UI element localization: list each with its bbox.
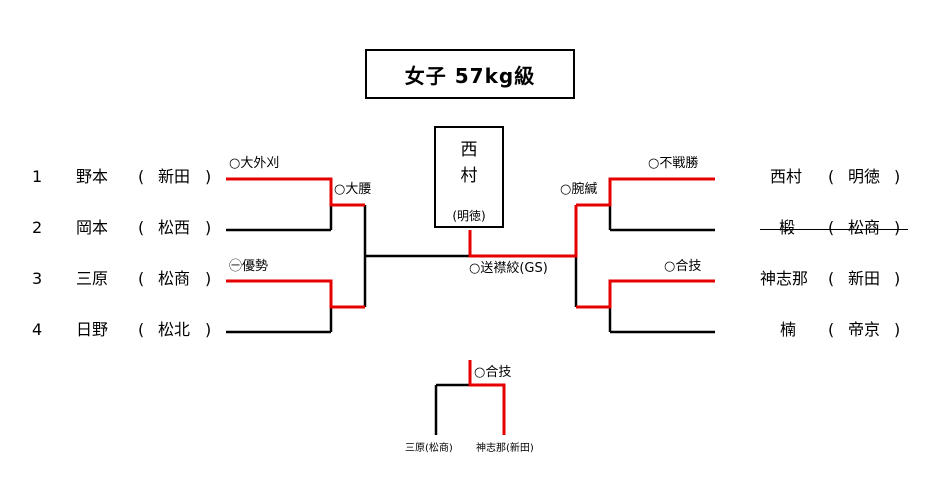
player-school: 松商 <box>848 218 881 237</box>
player-name: 野本 <box>76 167 109 186</box>
line-r-p1-win <box>576 177 715 207</box>
player-name: 岡本 <box>76 218 109 237</box>
player-name: 西村 <box>770 167 803 186</box>
title-box: 女子 57kg級 <box>365 49 575 99</box>
result-third-place: ○合技 <box>474 365 512 380</box>
right-player-2: 椴 ( 松商 ) <box>760 220 908 240</box>
paren-close: ) <box>205 167 212 186</box>
page-title: 女子 57kg級 <box>404 63 536 88</box>
result-final: ○送襟絞(GS) <box>469 261 548 276</box>
champion-box: 西 村 (明徳) <box>434 126 504 228</box>
result-left-r1-bottom: ㊀優勢 <box>229 259 269 274</box>
player-school: 松北 <box>158 320 191 339</box>
champion-school: (明徳) <box>452 209 486 223</box>
player-name: 椴 <box>779 218 796 237</box>
player-school: 新田 <box>848 269 881 288</box>
player-name: 三原 <box>76 269 109 288</box>
paren-close: ) <box>894 320 901 339</box>
paren-close: ) <box>205 218 212 237</box>
seed: 3 <box>32 269 43 288</box>
paren-close: ) <box>205 269 212 288</box>
result-left-r1-top: ○大外刈 <box>229 156 280 171</box>
paren-open: ( <box>138 167 145 186</box>
player-school: 松西 <box>158 218 191 237</box>
player-name: 楠 <box>780 320 797 339</box>
paren-open: ( <box>828 320 835 339</box>
player-school: 明徳 <box>848 167 881 186</box>
paren-open: ( <box>828 269 835 288</box>
line-l-p3-win <box>226 279 365 309</box>
paren-open: ( <box>138 218 145 237</box>
seed: 4 <box>32 320 43 339</box>
player-school: 新田 <box>158 167 191 186</box>
champion-name-1: 西 <box>460 140 478 160</box>
champion-name-2: 村 <box>460 166 478 186</box>
paren-close: ) <box>894 218 901 237</box>
paren-close: ) <box>205 320 212 339</box>
line-l-p1-win <box>226 177 365 207</box>
line-3rd-win <box>468 360 506 435</box>
player-name: 神志那 <box>760 269 809 288</box>
result-left-semi: ○大腰 <box>334 182 372 197</box>
seed: 1 <box>32 167 43 186</box>
paren-open: ( <box>828 167 835 186</box>
player-school: 松商 <box>158 269 191 288</box>
paren-open: ( <box>138 269 145 288</box>
result-right-r1-bottom: ○合技 <box>664 259 702 274</box>
third-place-left: 三原(松商) <box>405 443 453 454</box>
third-place-right: 神志那(新田) <box>476 443 534 454</box>
player-school: 帝京 <box>848 320 881 339</box>
seed: 2 <box>32 218 43 237</box>
paren-close: ) <box>894 269 901 288</box>
result-right-r1-top: ○不戦勝 <box>648 156 699 171</box>
player-name: 日野 <box>76 320 109 339</box>
strikethrough-line <box>760 229 908 230</box>
line-r-p3-win <box>576 279 715 309</box>
paren-open: ( <box>828 218 835 237</box>
line-final-win <box>468 205 578 258</box>
paren-close: ) <box>894 167 901 186</box>
result-right-semi: ○腕緘 <box>560 182 598 197</box>
paren-open: ( <box>138 320 145 339</box>
